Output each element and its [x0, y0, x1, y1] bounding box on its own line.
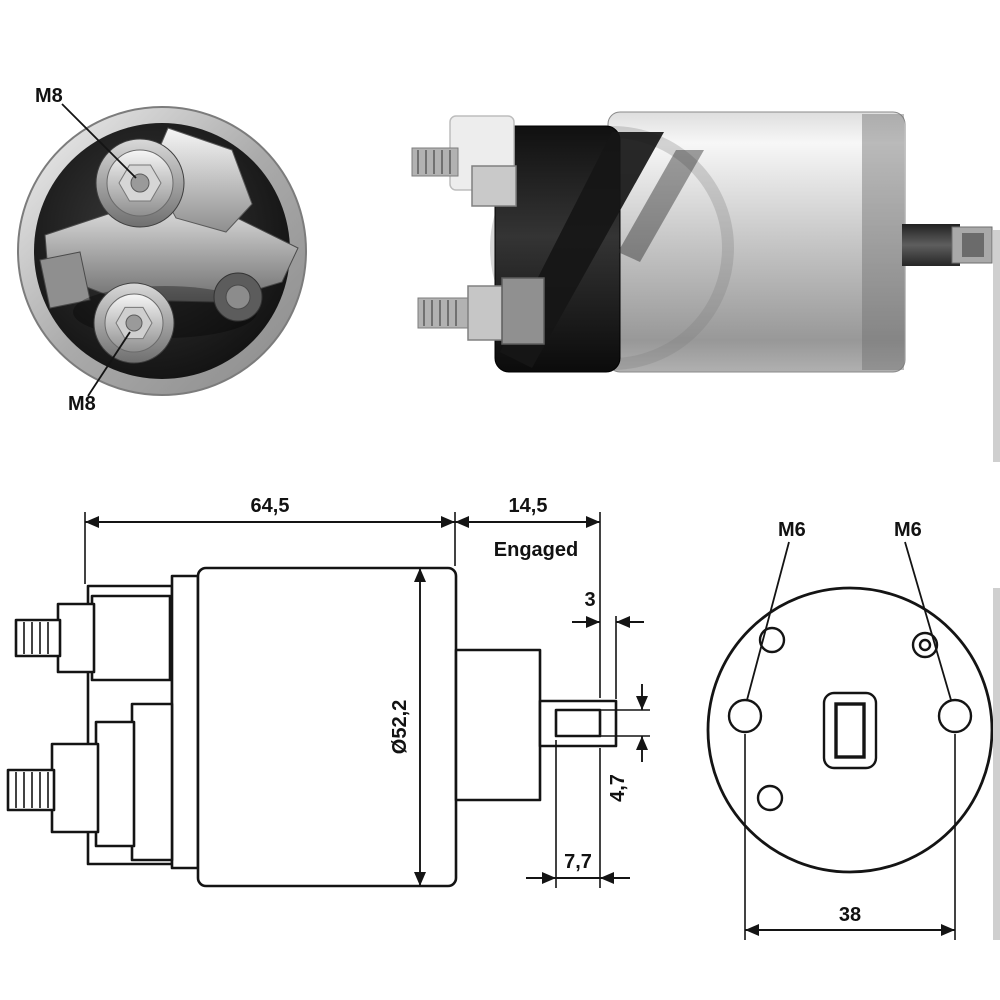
- dimension-plunger-travel: 14,5 Engaged: [455, 495, 600, 561]
- dimension-tip: 3: [572, 589, 644, 699]
- engaged-label: Engaged: [494, 539, 578, 561]
- terminal-top-assembly: [411, 115, 517, 207]
- dim-slot-height: 4,7: [607, 774, 629, 802]
- mounting-stud: [213, 272, 263, 322]
- drawing-terminal-bottom: [6, 702, 174, 862]
- dimension-slot-height: 4,7: [600, 684, 650, 802]
- mounting-hole-right: [937, 698, 973, 734]
- center-slot-inner: [834, 702, 866, 759]
- hole-top-left: [758, 626, 786, 654]
- m6-label-right: M6: [894, 519, 922, 541]
- mounting-hole-left: [727, 698, 763, 734]
- dimension-body-length: 64,5: [84, 495, 601, 698]
- dimension-slot-length: 7,7: [526, 740, 630, 888]
- brand-watermark-stroke-2: [618, 150, 704, 262]
- m8-leader-top: [61, 103, 137, 179]
- front-view-drawing: M6 M6 38: [706, 519, 1000, 940]
- m6-leader-left: [746, 541, 790, 701]
- m8-label-top: M8: [35, 85, 63, 107]
- hole-top-right-inner: [918, 638, 932, 652]
- plunger-slot: [554, 708, 602, 738]
- dim-plunger-travel: 14,5: [509, 495, 548, 517]
- dimension-diameter: Ø52,2: [389, 568, 426, 886]
- page-edge-artifact-top: [993, 230, 1000, 462]
- plunger-shaft: [902, 224, 993, 266]
- m8-leader-bottom: [87, 331, 131, 397]
- side-view-photo: [411, 111, 1000, 462]
- dim-body-length: 64,5: [251, 495, 290, 517]
- rear-view-photo: M8 M8: [17, 85, 307, 415]
- m6-label-left: M6: [778, 519, 806, 541]
- dim-slot-length: 7,7: [564, 851, 592, 873]
- dim-diameter: Ø52,2: [389, 700, 411, 754]
- solenoid-end-cap: [862, 114, 904, 370]
- dim-hole-spacing: 38: [839, 904, 861, 926]
- hole-bottom-left: [756, 784, 784, 812]
- m8-label-bottom: M8: [68, 393, 96, 415]
- dim-tip: 3: [584, 589, 595, 611]
- page-edge-artifact-bottom: [993, 588, 1000, 940]
- side-view-drawing: 64,5 14,5 Engaged 3 Ø52,2: [6, 495, 650, 888]
- terminal-bottom-assembly: [417, 277, 545, 345]
- drawing-terminal-top: [14, 594, 172, 682]
- terminal-stud-bottom: [93, 282, 175, 364]
- dimension-hole-spacing: 38: [744, 734, 956, 940]
- m6-leader-right: [904, 541, 952, 701]
